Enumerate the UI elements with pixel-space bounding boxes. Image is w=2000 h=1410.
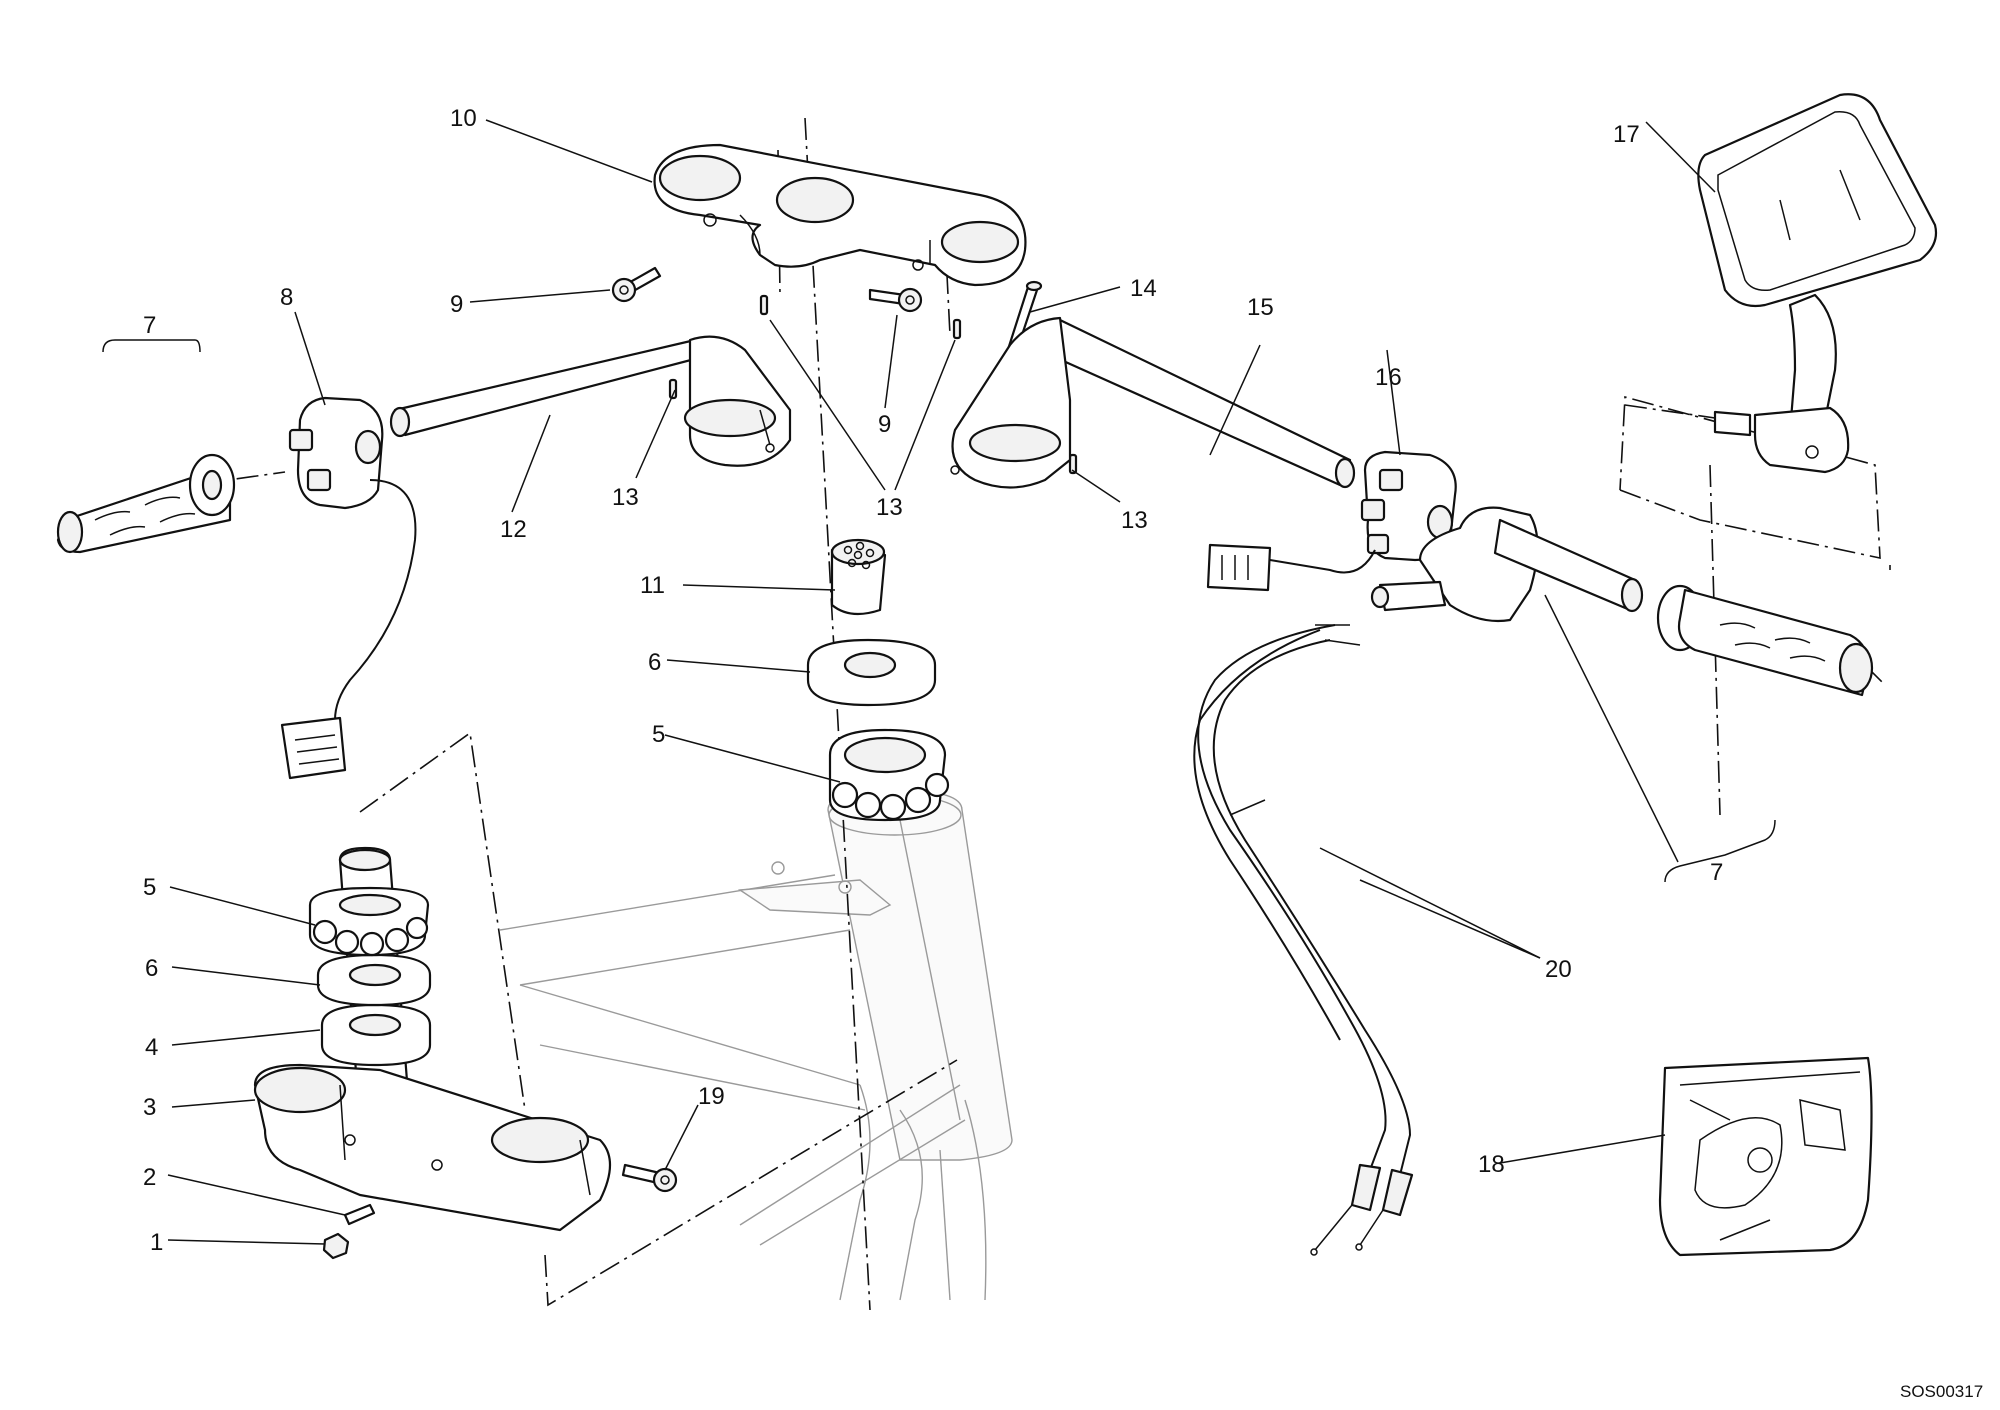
pinch-bolt: [343, 1203, 376, 1226]
callout-6-lower: 6: [145, 955, 158, 982]
callout-5-lower: 5: [143, 874, 156, 901]
right-clip-on-handlebar: [950, 316, 1356, 489]
lower-dust-seal: [316, 953, 432, 1007]
steering-stem-nut: [830, 538, 887, 616]
callout-16: 16: [1375, 364, 1402, 391]
lower-clamp-bolt: [621, 1163, 678, 1193]
assembly-lines: [199, 117, 1891, 1311]
upper-triple-clamp: [653, 143, 1027, 287]
callout-13-b: 13: [876, 494, 903, 521]
frame-outline: [499, 789, 1013, 1301]
left-grip-brace: [102, 339, 201, 353]
callout-13-c: 13: [1121, 507, 1148, 534]
callout-5-upper: 5: [652, 721, 665, 748]
throttle-cables: [1193, 624, 1414, 1256]
callout-labels: 1 2 3 4 5 6 5 6 7 7 8 9 9 10 11 12 13 13…: [143, 105, 1723, 1256]
callout-4: 4: [145, 1034, 158, 1061]
left-clip-on-handlebar: [389, 335, 792, 467]
callout-7-right: 7: [1710, 859, 1723, 886]
lower-spacer: [320, 1003, 432, 1067]
callout-3: 3: [143, 1094, 156, 1121]
callout-9-right: 9: [878, 411, 891, 438]
callout-1: 1: [150, 1229, 163, 1256]
callout-17: 17: [1613, 121, 1640, 148]
callout-12: 12: [500, 516, 527, 543]
callout-6-upper: 6: [648, 649, 661, 676]
right-grip-brace: [1664, 819, 1776, 883]
callout-19: 19: [698, 1083, 725, 1110]
right-switch-assembly: [1206, 450, 1457, 592]
bar-end-mirror: [1697, 93, 1938, 474]
callout-15: 15: [1247, 294, 1274, 321]
callout-2: 2: [143, 1164, 156, 1191]
left-switch-assembly: [280, 396, 417, 780]
clamp-bolt-right: [868, 287, 923, 313]
throttle-body: [1370, 506, 1644, 623]
callout-20: 20: [1545, 956, 1572, 983]
detail-inset: [1658, 1056, 1873, 1257]
nut: [322, 1232, 350, 1260]
callout-18: 18: [1478, 1151, 1505, 1178]
callout-7-left: 7: [143, 312, 156, 339]
callout-8: 8: [280, 284, 293, 311]
callout-14: 14: [1130, 275, 1157, 302]
callout-9-left: 9: [450, 291, 463, 318]
left-grip: [56, 453, 236, 554]
clamp-bolt-left: [611, 266, 662, 303]
right-grip: [1656, 584, 1874, 697]
callout-11: 11: [640, 572, 665, 599]
lower-triple-clamp: [253, 846, 611, 1232]
document-id: SOS00317: [1900, 1382, 1983, 1401]
leader-lines: [167, 119, 1716, 1245]
callout-10: 10: [450, 105, 477, 132]
upper-steering-bearing: [828, 728, 950, 822]
small-screws: [668, 294, 1078, 475]
callout-13-a: 13: [612, 484, 639, 511]
lower-steering-bearing: [308, 886, 430, 957]
upper-dust-seal: [806, 638, 937, 707]
